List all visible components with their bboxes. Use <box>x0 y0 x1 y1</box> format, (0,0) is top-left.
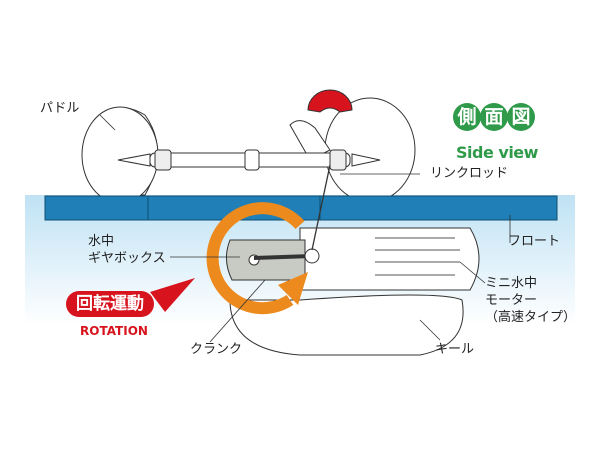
helmet <box>307 89 353 113</box>
label-paddle: パドル <box>40 101 80 116</box>
motor <box>299 227 480 291</box>
label-gearbox: 水中 ギヤボックス <box>88 233 166 267</box>
title-char: 図 <box>507 103 535 131</box>
subtitle: Side view <box>456 143 538 162</box>
keel <box>229 294 464 356</box>
label-gearbox-line1: 水中 <box>88 234 115 249</box>
gearbox <box>226 239 306 281</box>
label-motor-line2: モーター <box>485 293 538 308</box>
rider <box>289 120 331 161</box>
label-gearbox-line2: ギヤボックス <box>88 251 166 266</box>
float-bar <box>44 195 558 221</box>
rotation-arrow <box>206 202 305 315</box>
label-float: フロート <box>508 234 561 249</box>
title-char: 面 <box>480 103 508 131</box>
link-rod <box>311 164 331 251</box>
rotation-label-en: ROTATION <box>80 324 148 338</box>
title-char: 側 <box>453 103 481 131</box>
crank-arm <box>253 254 313 260</box>
label-link-rod: リンクロッド <box>430 166 509 181</box>
label-crank: クランク <box>190 342 243 357</box>
label-motor-line1: ミニ水中 <box>485 276 538 291</box>
label-keel: キール <box>435 342 475 357</box>
label-motor-line3: （高速タイプ） <box>485 310 577 325</box>
rotation-badge: 回転運動 <box>66 291 154 317</box>
label-motor: ミニ水中 モーター （高速タイプ） <box>485 275 576 326</box>
